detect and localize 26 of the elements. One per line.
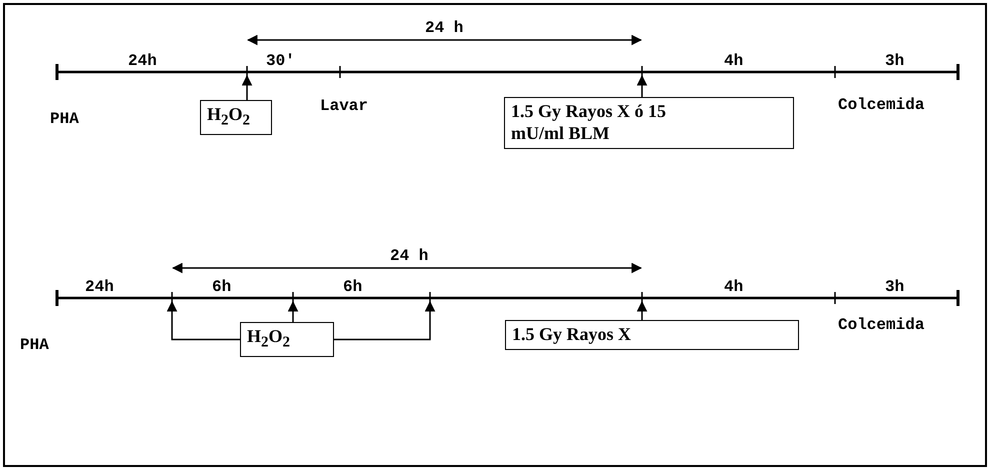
duration-label: 4h	[724, 278, 744, 296]
arrow	[636, 74, 648, 97]
text-box: H$_{2}$O$_{2}$	[240, 322, 334, 357]
duration-label: 24 h	[390, 247, 428, 265]
duration-label: 4h	[724, 52, 744, 70]
text-box: 1.5 Gy Rayos X ó 15 mU/ml BLM	[504, 97, 794, 149]
event-label: PHA	[20, 336, 49, 354]
arrow	[166, 300, 240, 340]
duration-label: 24h	[128, 52, 157, 70]
arrow	[636, 300, 648, 320]
duration-label: 30'	[266, 52, 295, 70]
text-box: H$_{2}$O$_{2}$	[200, 100, 272, 135]
text-box: 1.5 Gy Rayos X	[505, 320, 799, 350]
event-label: PHA	[50, 110, 79, 128]
event-label: Colcemida	[838, 316, 924, 334]
arrow	[334, 300, 436, 340]
arrow	[288, 300, 298, 322]
duration-label: 3h	[885, 278, 904, 296]
duration-label: 24h	[85, 278, 114, 296]
duration-label: 24 h	[425, 19, 464, 37]
duration-label: 3h	[885, 52, 904, 70]
arrow	[242, 74, 252, 100]
event-label: Colcemida	[838, 96, 924, 114]
event-label: Lavar	[320, 97, 368, 115]
duration-label: 6h	[343, 278, 362, 296]
duration-label: 6h	[212, 278, 232, 296]
